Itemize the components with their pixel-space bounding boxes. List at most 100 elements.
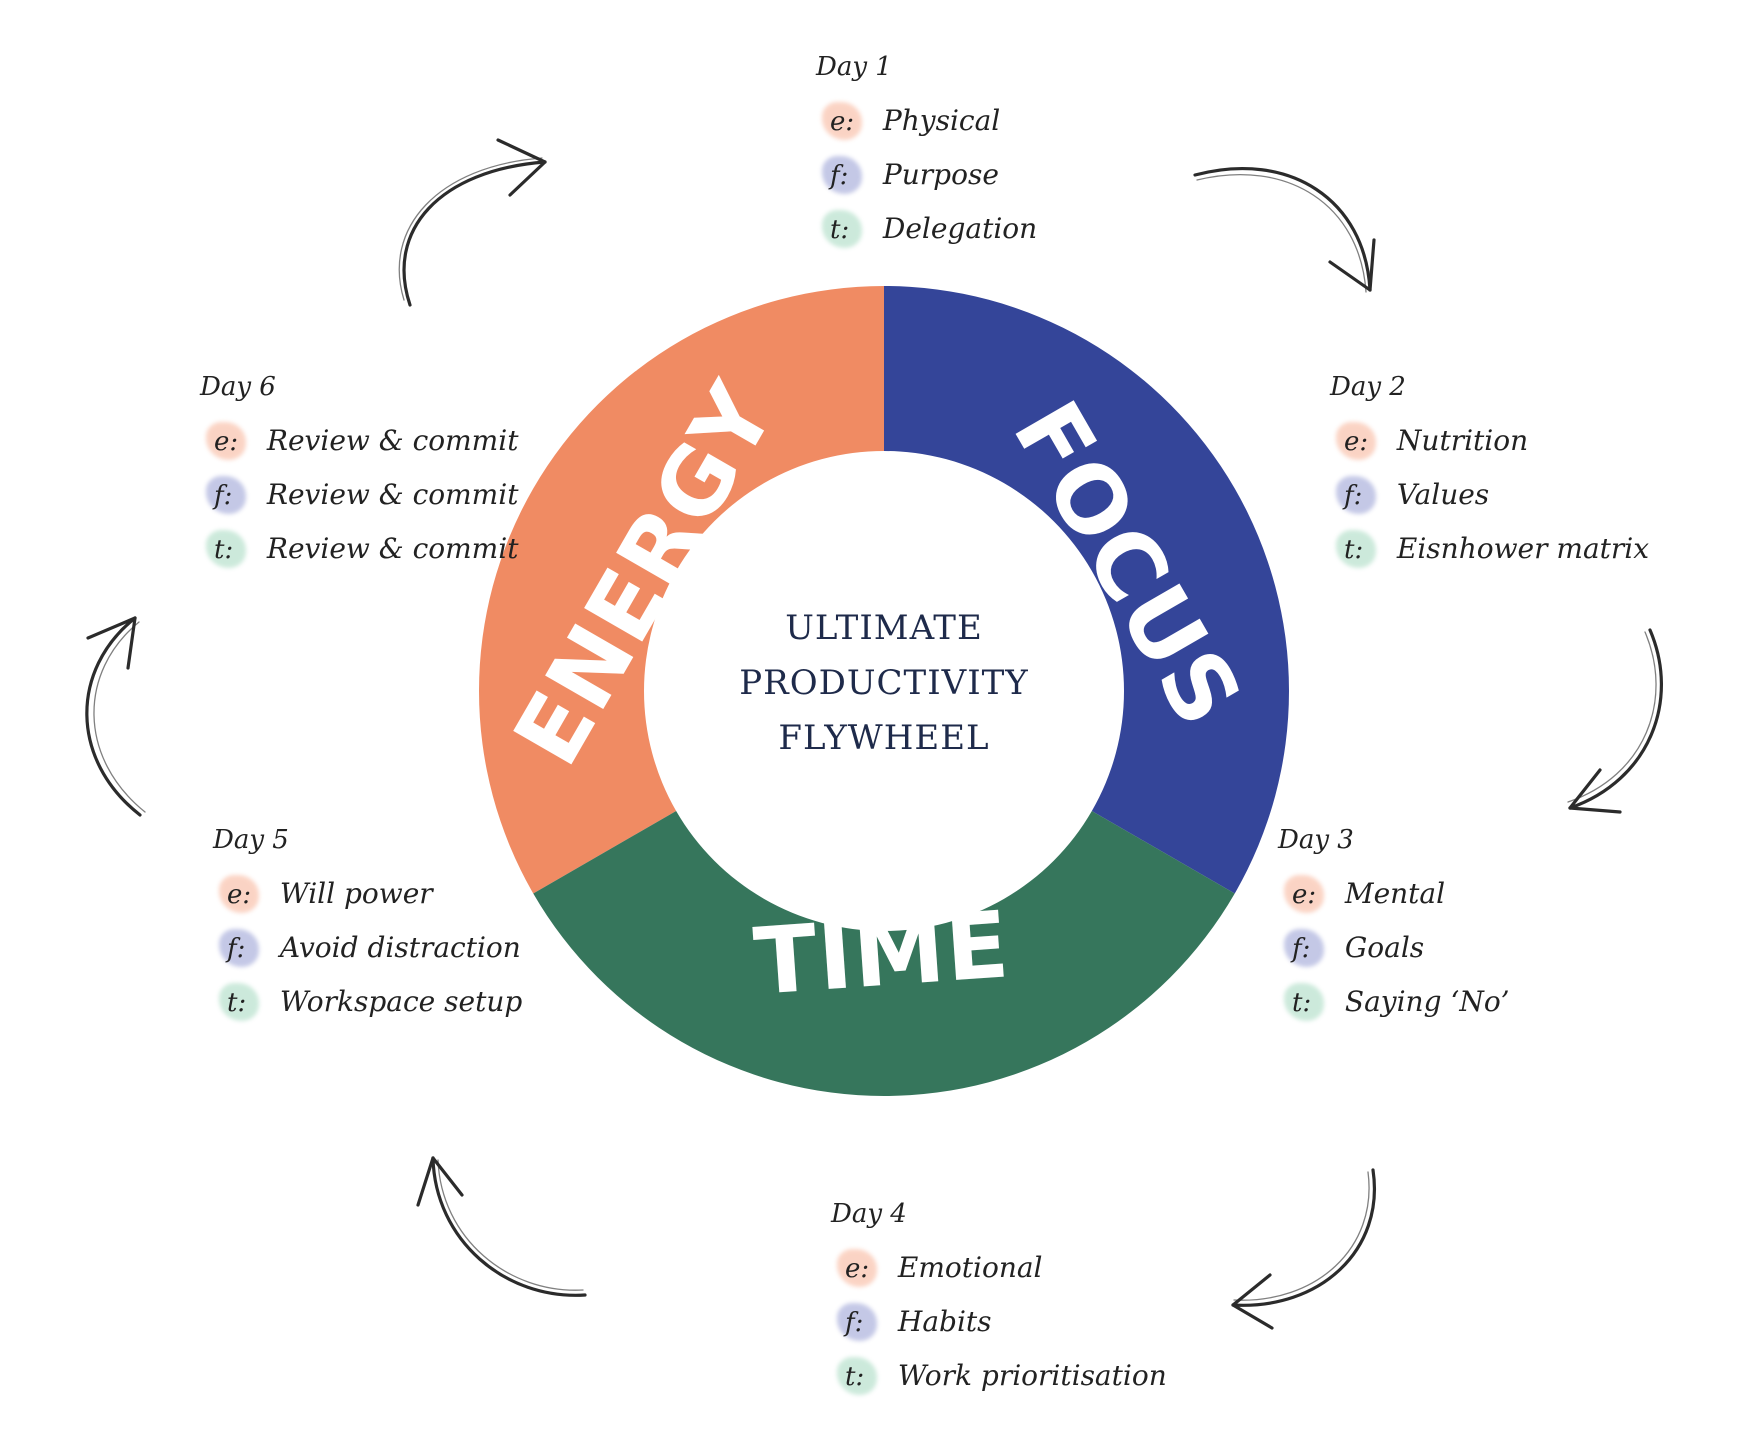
day-4-item-focus: f: Habits (831, 1295, 1167, 1349)
arrow-day3-to-day4 (1231, 1168, 1376, 1330)
energy-swatch (206, 422, 246, 460)
day-2-item-focus: f: Values (1330, 468, 1649, 522)
prefix-label: e: (830, 107, 855, 137)
prefix-label: e: (845, 1254, 870, 1284)
time-swatch (1284, 983, 1324, 1021)
arrow-day6-to-day1 (398, 138, 547, 307)
day-5-item-focus: f: Avoid distraction (213, 921, 522, 975)
segment-energy (479, 286, 884, 894)
center-title-line-1: ULTIMATE (785, 608, 983, 648)
time-swatch (837, 1357, 877, 1395)
day-2-title: Day 2 (1330, 372, 1406, 402)
day-1-item-focus: f: Purpose (816, 148, 1037, 202)
center-title-line-2: PRODUCTIVITY (739, 663, 1029, 703)
item-text: Mental (1344, 877, 1446, 910)
prefix-label: f: (845, 1308, 864, 1338)
day-3-title: Day 3 (1278, 825, 1354, 855)
focus-swatch (822, 156, 862, 194)
item-text: Work prioritisation (897, 1359, 1167, 1392)
item-text: Review & commit (266, 424, 519, 457)
item-text: Eisnhower matrix (1396, 532, 1650, 565)
day-4-item-time: t: Work prioritisation (831, 1349, 1167, 1403)
prefix-label: e: (1292, 880, 1317, 910)
day-1-item-time: t: Delegation (816, 202, 1037, 256)
prefix-label: t: (845, 1362, 865, 1392)
arrow-day1-to-day2 (1193, 166, 1376, 293)
prefix-label: t: (227, 988, 247, 1018)
focus-swatch (206, 476, 246, 514)
prefix-label: t: (1344, 535, 1364, 565)
wheel-hub (722, 529, 1046, 853)
focus-swatch (1336, 476, 1376, 514)
prefix-label: f: (1344, 481, 1363, 511)
day-5-item-time: t: Workspace setup (213, 975, 522, 1029)
day-6-item-time: t: Review & commit (200, 522, 518, 576)
arrow-day5-to-day6 (85, 616, 146, 817)
item-text: Nutrition (1396, 424, 1529, 457)
day-1-item-energy: e: Physical (816, 94, 1037, 148)
day-4-title: Day 4 (831, 1199, 907, 1229)
item-text: Habits (897, 1305, 992, 1338)
time-swatch (219, 983, 259, 1021)
day-2-block: Day 2 e: Nutrition f: Values t: Eisnhowe… (1330, 370, 1649, 576)
day-4-item-energy: e: Emotional (831, 1241, 1167, 1295)
day-3-item-focus: f: Goals (1278, 921, 1510, 975)
day-3-item-time: t: Saying ‘No’ (1278, 975, 1510, 1029)
center-title-line-3: FLYWHEEL (778, 718, 989, 758)
item-text: Review & commit (266, 478, 519, 511)
item-text: Emotional (897, 1251, 1043, 1284)
energy-swatch (1284, 875, 1324, 913)
energy-swatch (837, 1249, 877, 1287)
energy-swatch (219, 875, 259, 913)
focus-swatch (1284, 929, 1324, 967)
day-5-item-energy: e: Will power (213, 867, 522, 921)
day-1-title: Day 1 (816, 52, 892, 82)
day-6-block: Day 6 e: Review & commit f: Review & com… (200, 370, 518, 576)
day-2-item-energy: e: Nutrition (1330, 414, 1649, 468)
time-swatch (1336, 530, 1376, 568)
prefix-label: f: (214, 481, 233, 511)
item-text: Will power (279, 877, 433, 910)
focus-swatch (219, 929, 259, 967)
item-text: Goals (1344, 931, 1425, 964)
item-text: Purpose (882, 158, 999, 191)
time-swatch (206, 530, 246, 568)
day-4-block: Day 4 e: Emotional f: Habits t: Work pri… (831, 1197, 1167, 1403)
day-3-item-energy: e: Mental (1278, 867, 1510, 921)
prefix-label: t: (1292, 988, 1312, 1018)
item-text: Values (1396, 478, 1490, 511)
time-swatch (822, 210, 862, 248)
day-2-item-time: t: Eisnhower matrix (1330, 522, 1649, 576)
prefix-label: f: (1292, 934, 1311, 964)
arrow-day4-to-day5 (416, 1156, 587, 1297)
prefix-label: t: (830, 215, 850, 245)
prefix-label: e: (1344, 427, 1369, 457)
item-text: Delegation (882, 212, 1038, 245)
segment-focus (884, 286, 1289, 894)
focus-swatch (837, 1303, 877, 1341)
item-text: Physical (882, 104, 1001, 137)
day-6-item-focus: f: Review & commit (200, 468, 518, 522)
day-6-title: Day 6 (200, 372, 276, 402)
day-6-item-energy: e: Review & commit (200, 414, 518, 468)
item-text: Workspace setup (279, 985, 523, 1018)
prefix-label: f: (830, 161, 849, 191)
energy-swatch (822, 102, 862, 140)
energy-swatch (1336, 422, 1376, 460)
item-text: Saying ‘No’ (1344, 985, 1510, 1018)
day-5-block: Day 5 e: Will power f: Avoid distraction… (213, 823, 522, 1029)
segment-time (533, 811, 1235, 1096)
day-1-block: Day 1 e: Physical f: Purpose t: Delegati… (816, 50, 1037, 256)
prefix-label: e: (227, 880, 252, 910)
prefix-label: t: (214, 535, 234, 565)
prefix-label: e: (214, 427, 239, 457)
item-text: Avoid distraction (279, 931, 521, 964)
arrow-day2-to-day3 (1567, 628, 1664, 814)
day-5-title: Day 5 (213, 825, 289, 855)
day-3-block: Day 3 e: Mental f: Goals t: Saying ‘No’ (1278, 823, 1510, 1029)
segment-label-time: TIME (751, 891, 1013, 1016)
prefix-label: f: (227, 934, 246, 964)
